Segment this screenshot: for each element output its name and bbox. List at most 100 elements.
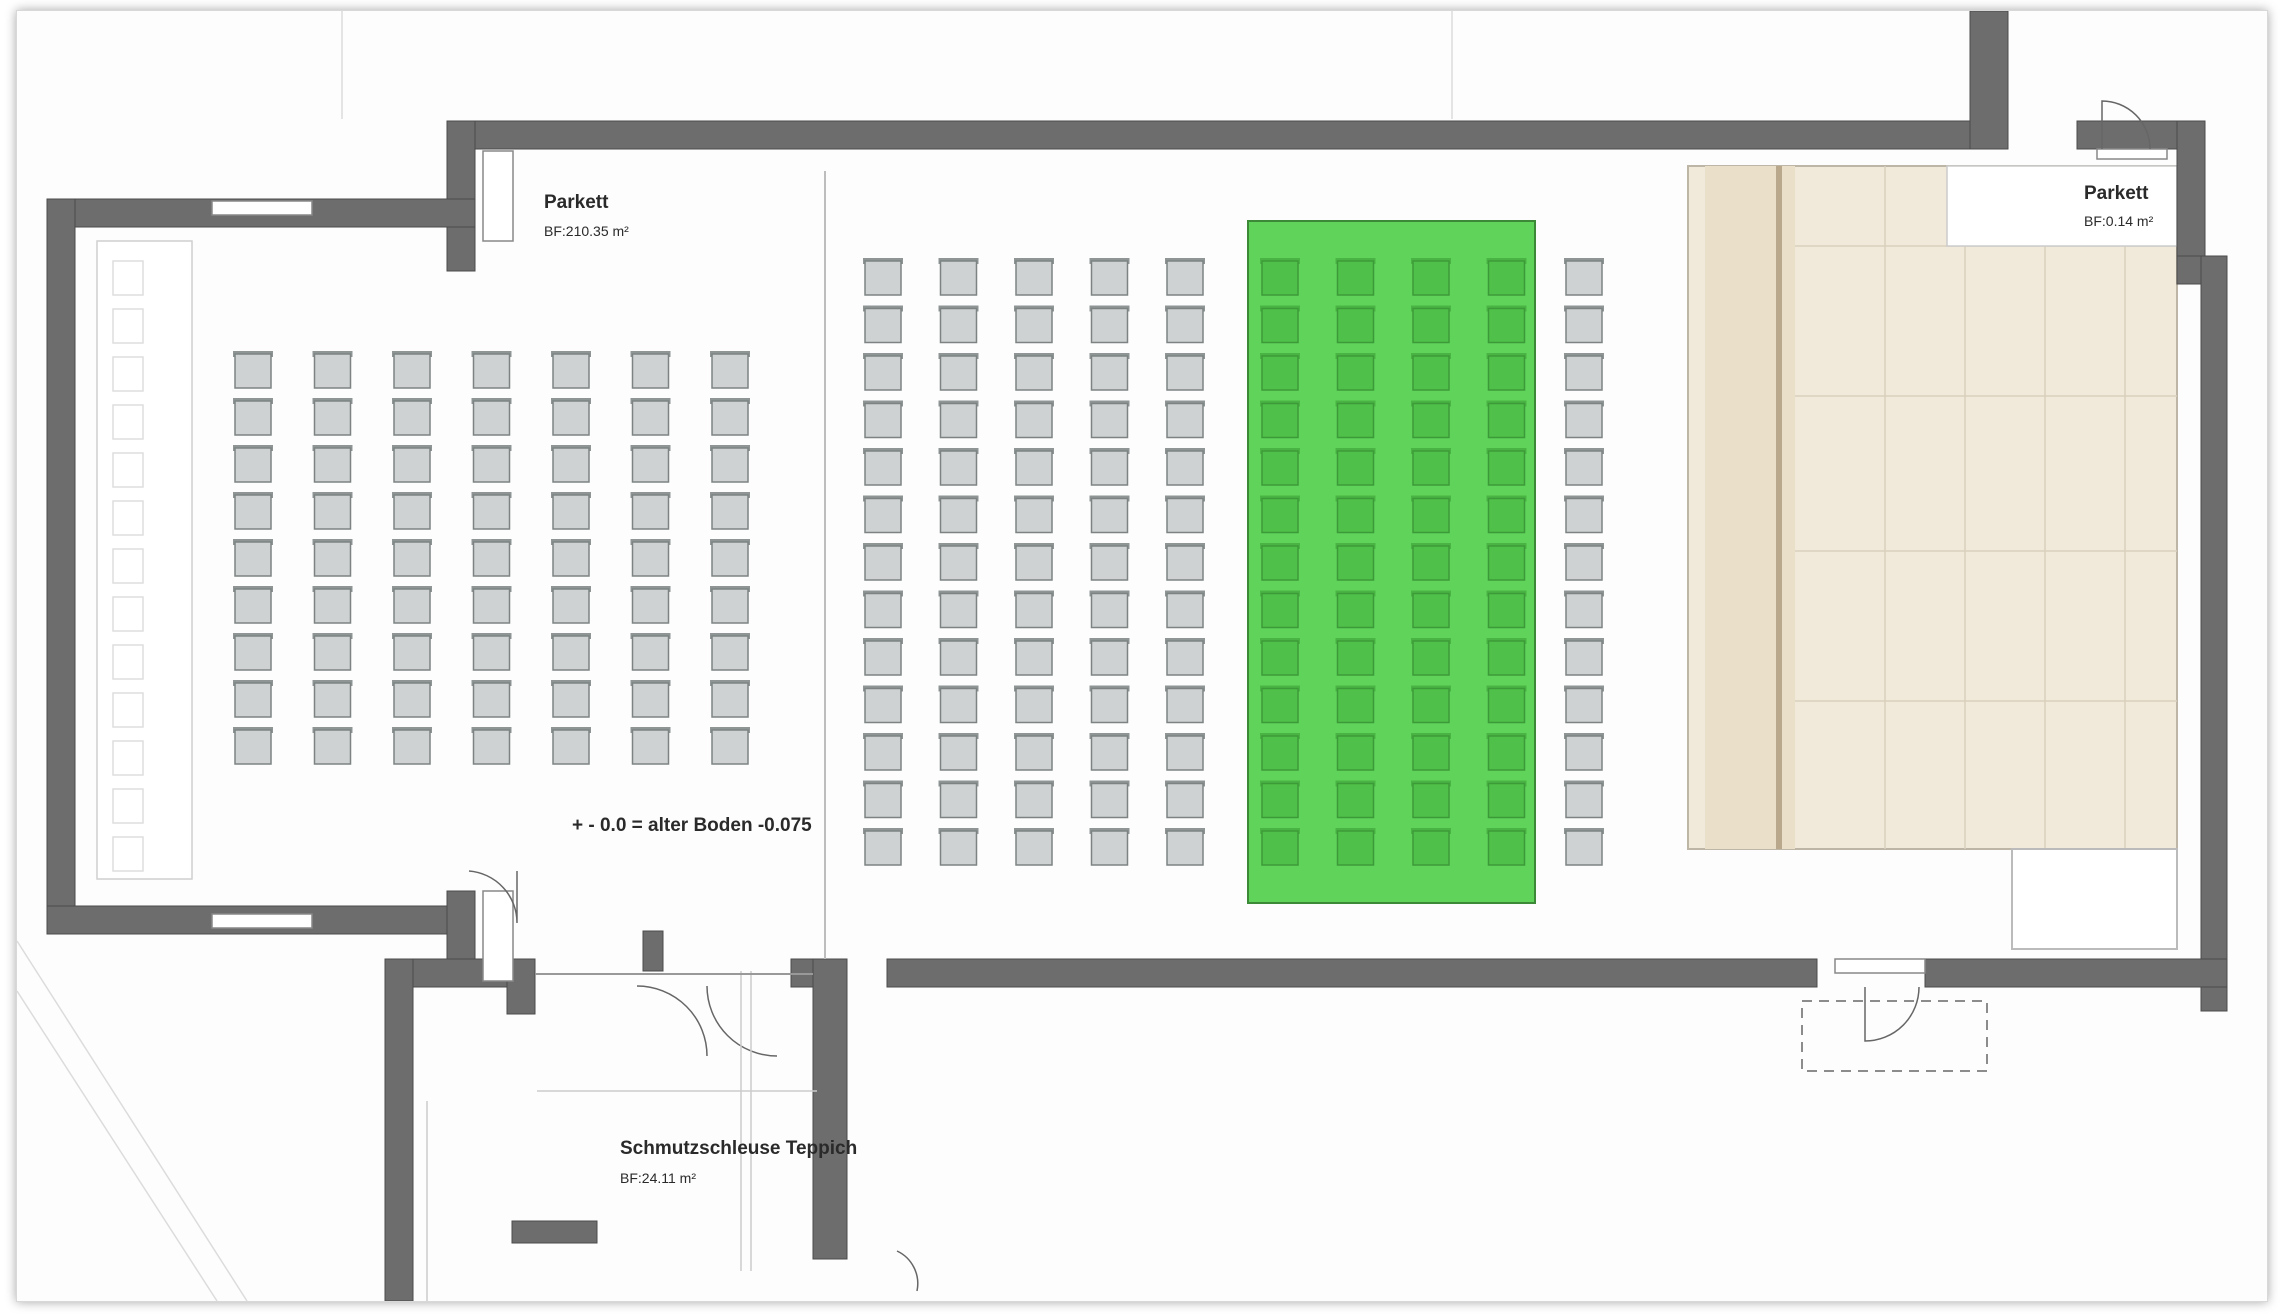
chair-highlighted <box>1486 353 1527 391</box>
main-hall-area: BF:210.35 m² <box>544 223 629 239</box>
chair-highlighted <box>1486 305 1527 344</box>
chair-highlighted <box>1335 448 1376 486</box>
stage-area <box>1687 165 2178 950</box>
edge-box <box>112 500 144 536</box>
chair <box>551 539 591 577</box>
chair <box>551 727 591 765</box>
chair <box>551 445 591 483</box>
chair-highlighted <box>1335 543 1376 581</box>
chair <box>710 492 750 530</box>
chair <box>233 492 273 530</box>
chair <box>1014 400 1054 439</box>
chair <box>710 351 750 389</box>
chair-highlighted <box>1335 305 1376 344</box>
chair-highlighted <box>1411 353 1451 391</box>
chair <box>471 398 512 436</box>
chair-highlighted <box>1486 543 1527 581</box>
chair <box>938 353 979 391</box>
chair <box>1165 448 1205 486</box>
chair <box>471 351 512 389</box>
chair <box>233 445 273 483</box>
chair <box>630 445 671 483</box>
chair <box>392 539 432 577</box>
chair-highlighted <box>1486 400 1527 439</box>
chair-highlighted <box>1411 780 1451 819</box>
chair-highlighted <box>1486 638 1527 676</box>
edge-box <box>112 644 144 680</box>
chair <box>938 543 979 581</box>
chair <box>710 727 750 765</box>
chair-highlighted <box>1335 685 1376 724</box>
chair <box>863 353 903 391</box>
chair <box>863 258 903 296</box>
chair <box>938 638 979 676</box>
chair <box>233 633 273 671</box>
floor-plan-frame: Parkett BF:210.35 m² Parkett BF:0.14 m² … <box>16 10 2268 1302</box>
chair <box>551 398 591 436</box>
chair <box>630 586 671 624</box>
chair-highlighted <box>1335 400 1376 439</box>
chair <box>863 780 903 819</box>
chair <box>1165 828 1205 866</box>
chair <box>938 733 979 771</box>
guide-lines <box>17 11 1453 1301</box>
chair <box>1089 543 1130 581</box>
chair <box>630 492 671 530</box>
chairs <box>233 258 1604 866</box>
chair <box>630 539 671 577</box>
edge-box <box>112 404 144 440</box>
chair <box>938 828 979 866</box>
edge-box <box>112 740 144 776</box>
edge-box <box>112 548 144 584</box>
chair-highlighted <box>1335 733 1376 771</box>
chair <box>392 680 432 718</box>
chair <box>938 780 979 819</box>
chair <box>312 445 353 483</box>
chair <box>710 633 750 671</box>
chair <box>1564 258 1604 296</box>
chair <box>1165 685 1205 724</box>
chair-highlighted <box>1486 495 1527 534</box>
chair-highlighted <box>1411 638 1451 676</box>
chair-highlighted <box>1260 590 1300 629</box>
chair <box>1014 448 1054 486</box>
chair <box>863 400 903 439</box>
chair <box>1089 780 1130 819</box>
chair <box>1165 353 1205 391</box>
chair <box>551 586 591 624</box>
chair-highlighted <box>1411 828 1451 866</box>
chair-highlighted <box>1260 400 1300 439</box>
small-room-name: Parkett <box>2084 183 2149 204</box>
chair <box>1014 258 1054 296</box>
chair <box>471 539 512 577</box>
chair <box>1165 590 1205 629</box>
chair <box>1165 400 1205 439</box>
chair <box>392 727 432 765</box>
chair <box>551 492 591 530</box>
chair <box>471 445 512 483</box>
floor-plan: Parkett BF:210.35 m² Parkett BF:0.14 m² … <box>17 11 2228 1301</box>
chair <box>1014 543 1054 581</box>
chair <box>1165 638 1205 676</box>
chair <box>630 680 671 718</box>
chair <box>1014 305 1054 344</box>
chair-highlighted <box>1486 828 1527 866</box>
chair-highlighted <box>1260 448 1300 486</box>
chair <box>1165 780 1205 819</box>
edge-box <box>112 308 144 344</box>
chair <box>710 680 750 718</box>
chair <box>1165 495 1205 534</box>
chair-highlighted <box>1486 733 1527 771</box>
chair-highlighted <box>1411 258 1451 296</box>
chair <box>233 586 273 624</box>
entry-room-name: Schmutzschleuse Teppich <box>620 1138 857 1159</box>
chair <box>551 680 591 718</box>
chair <box>710 445 750 483</box>
chair <box>312 398 353 436</box>
chair <box>392 633 432 671</box>
chair <box>1564 685 1604 724</box>
chair <box>312 351 353 389</box>
chair <box>630 633 671 671</box>
chair <box>392 351 432 389</box>
chair <box>1564 448 1604 486</box>
